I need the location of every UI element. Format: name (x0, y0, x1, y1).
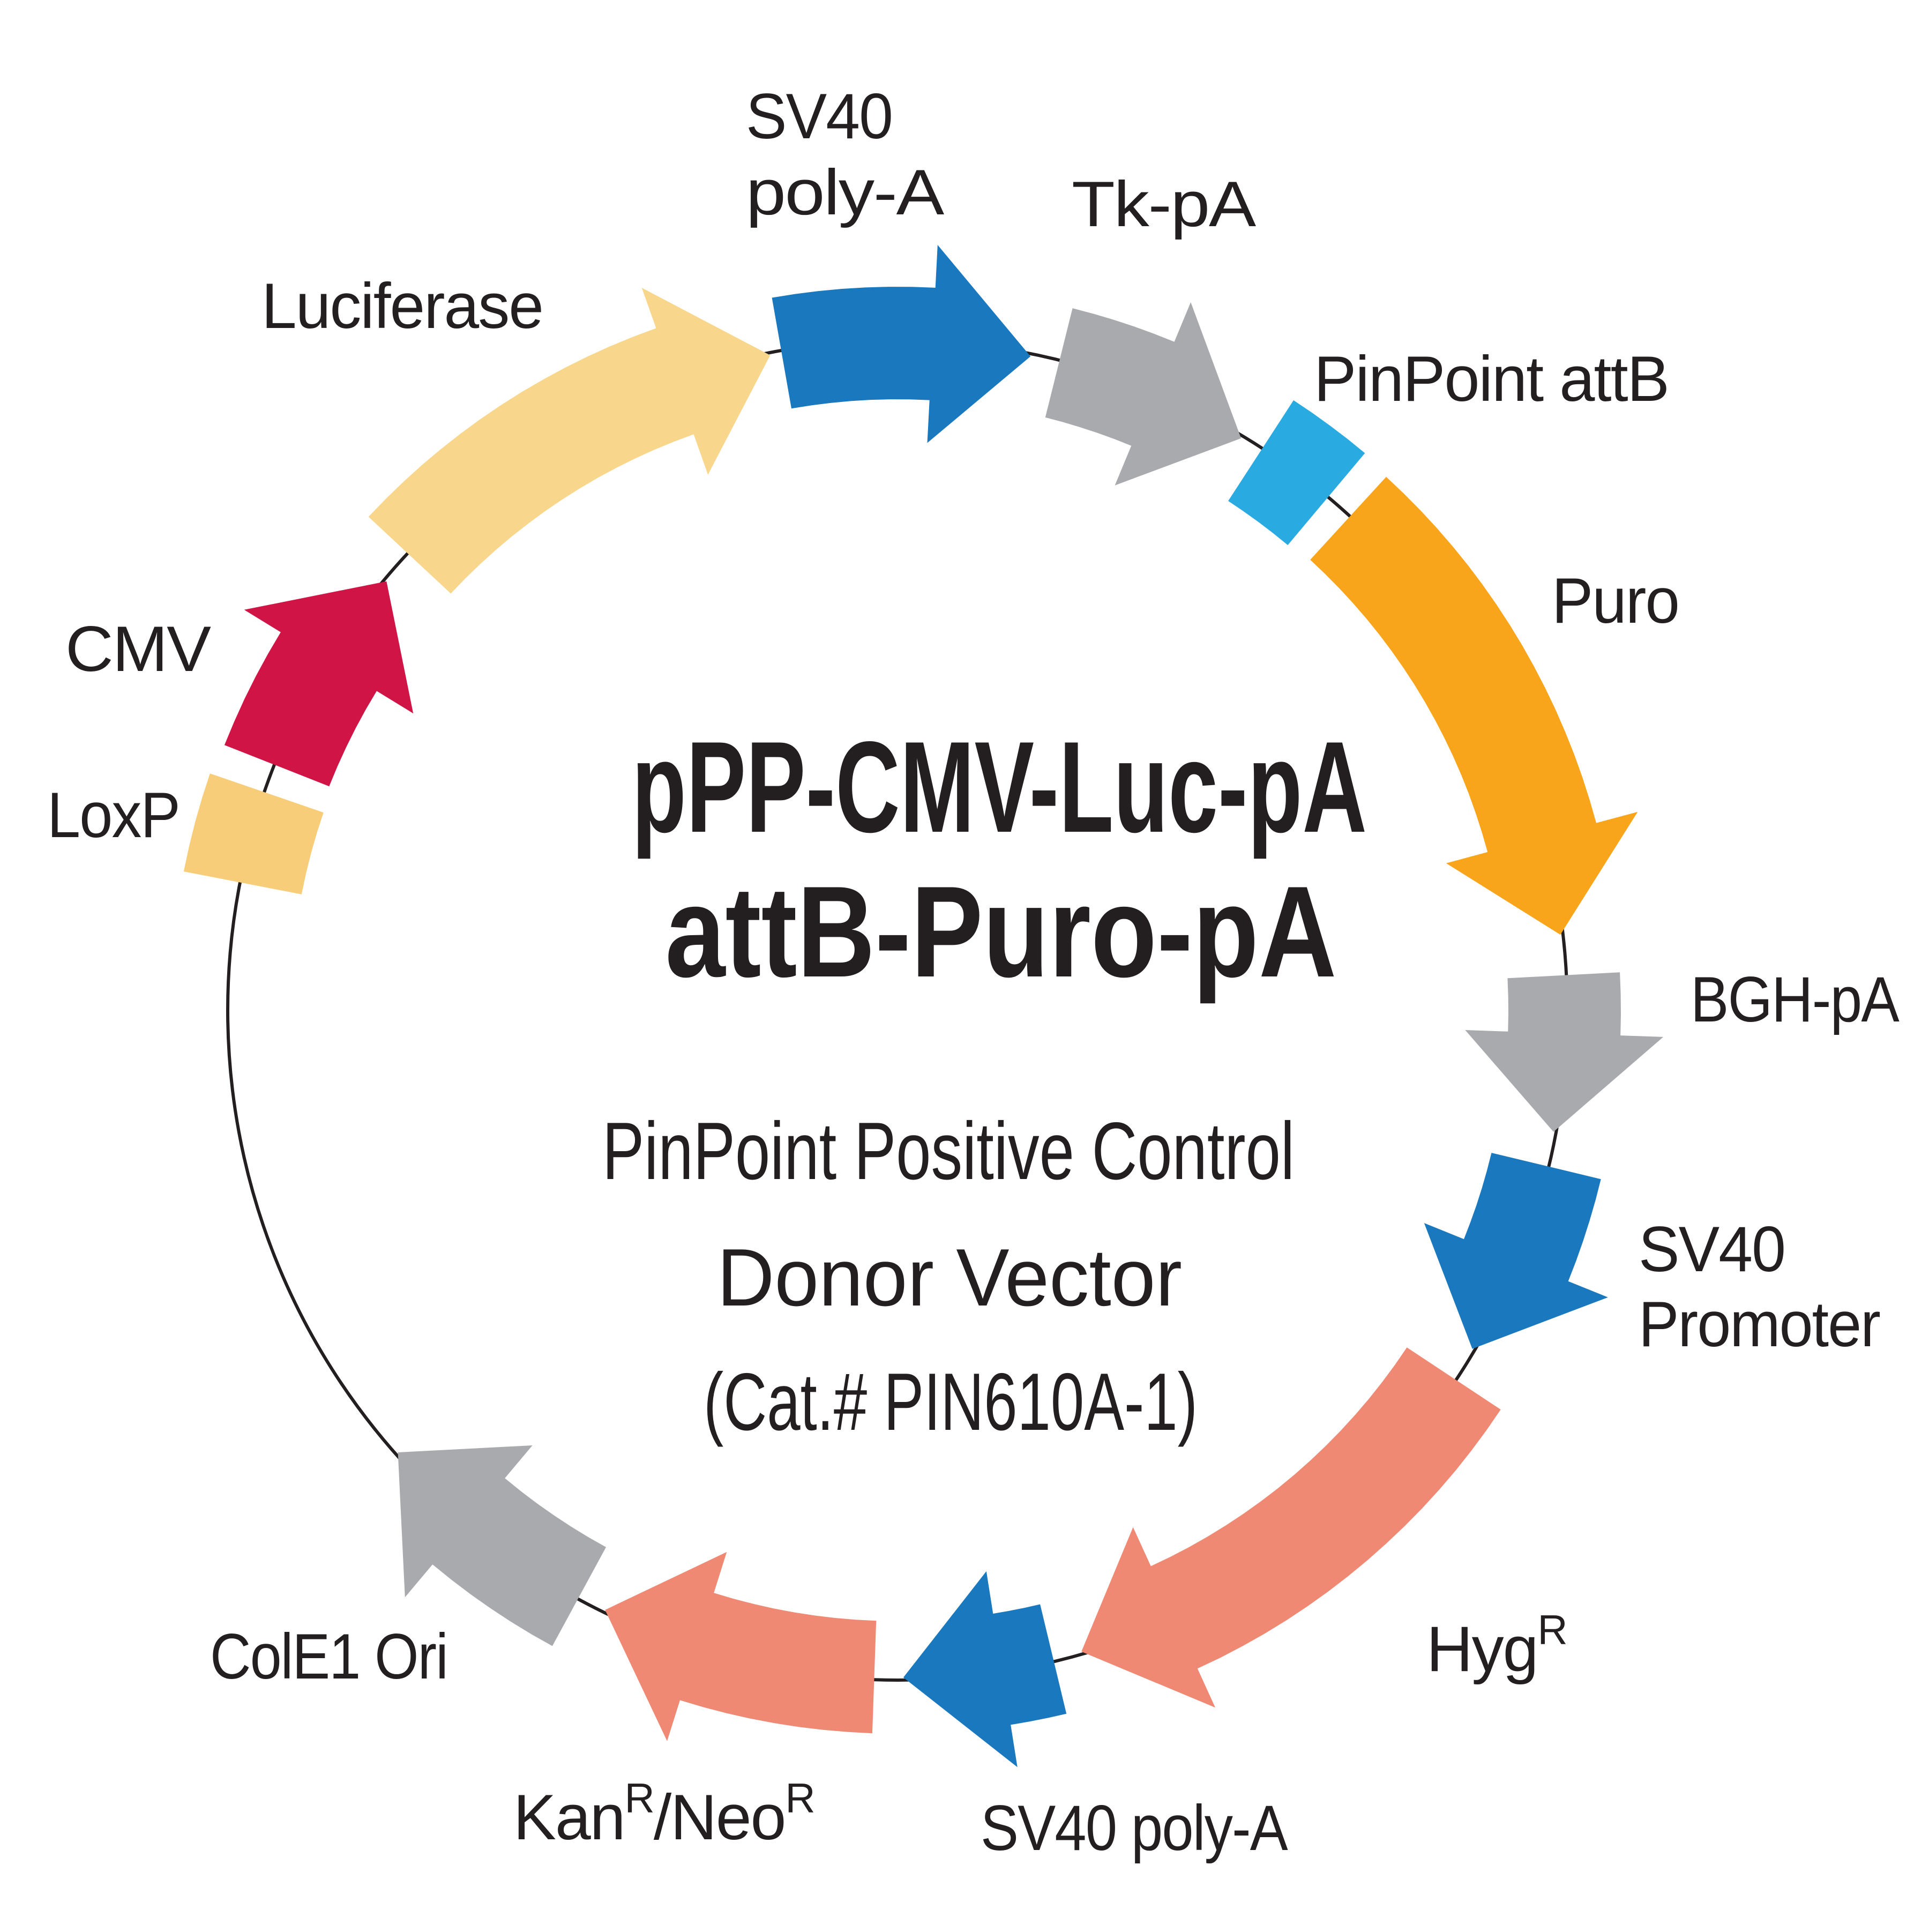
segment-sv40-polya-top-arrow (772, 245, 1031, 443)
label-sv40-promoter-line2: Promoter (1639, 1288, 1880, 1360)
segment-kan-neo-arrow (605, 1551, 877, 1741)
label-luciferase: Luciferase (261, 270, 543, 342)
label-sv40-promoter-line1: SV40 (1639, 1213, 1785, 1285)
plasmid-subtitle-line1: PinPoint Positive Control (602, 1106, 1295, 1197)
segment-cole1-ori-arrow (398, 1445, 606, 1646)
segment-sv40-promoter-arrow (1424, 1153, 1608, 1349)
label-loxp: LoxP (47, 779, 180, 851)
label-kan-neo: KanR/NeoR (513, 1774, 814, 1853)
segment-luciferase-arrow (368, 288, 771, 594)
segment-sv40-polya-bottom-arrow (903, 1571, 1067, 1767)
segment-tk-pa-arrow (1045, 302, 1242, 486)
label-puro: Puro (1552, 565, 1679, 637)
plasmid-subtitle-line3: (Cat.# PIN610A-1) (704, 1356, 1198, 1448)
segment-puro-arrow (1310, 476, 1638, 935)
label-pinpoint-attb: PinPoint attB (1314, 343, 1669, 415)
center-title-block: pPP-CMV-Luc-pA attB-Puro-pA PinPoint Pos… (602, 715, 1367, 1448)
label-sv40-polya-bottom: SV40 poly-A (981, 1792, 1288, 1864)
label-tk-pa: Tk-pA (1072, 168, 1256, 240)
segment-cmv-arrow (224, 581, 414, 787)
label-bgh-pa: BGH-pA (1691, 964, 1900, 1035)
plasmid-title-line1: pPP-CMV-Luc-pA (632, 715, 1367, 860)
plasmid-title-line2: attB-Puro-pA (666, 860, 1337, 1004)
segment-pinpoint-attb-box (1228, 400, 1365, 546)
label-hyg-r: HygR (1426, 1606, 1567, 1685)
label-sv40-polya-top-line2: poly-A (746, 156, 944, 228)
segment-loxp-box (183, 773, 324, 894)
label-sv40-polya-top-line1: SV40 (746, 80, 892, 152)
segment-hyg-r-arrow (1081, 1347, 1501, 1708)
plasmid-subtitle-line2: Donor Vector (717, 1232, 1182, 1323)
label-cole1-ori: ColE1 Ori (210, 1621, 447, 1692)
segment-bgh-pa-arrow (1465, 972, 1664, 1132)
label-cmv: CMV (65, 613, 211, 685)
